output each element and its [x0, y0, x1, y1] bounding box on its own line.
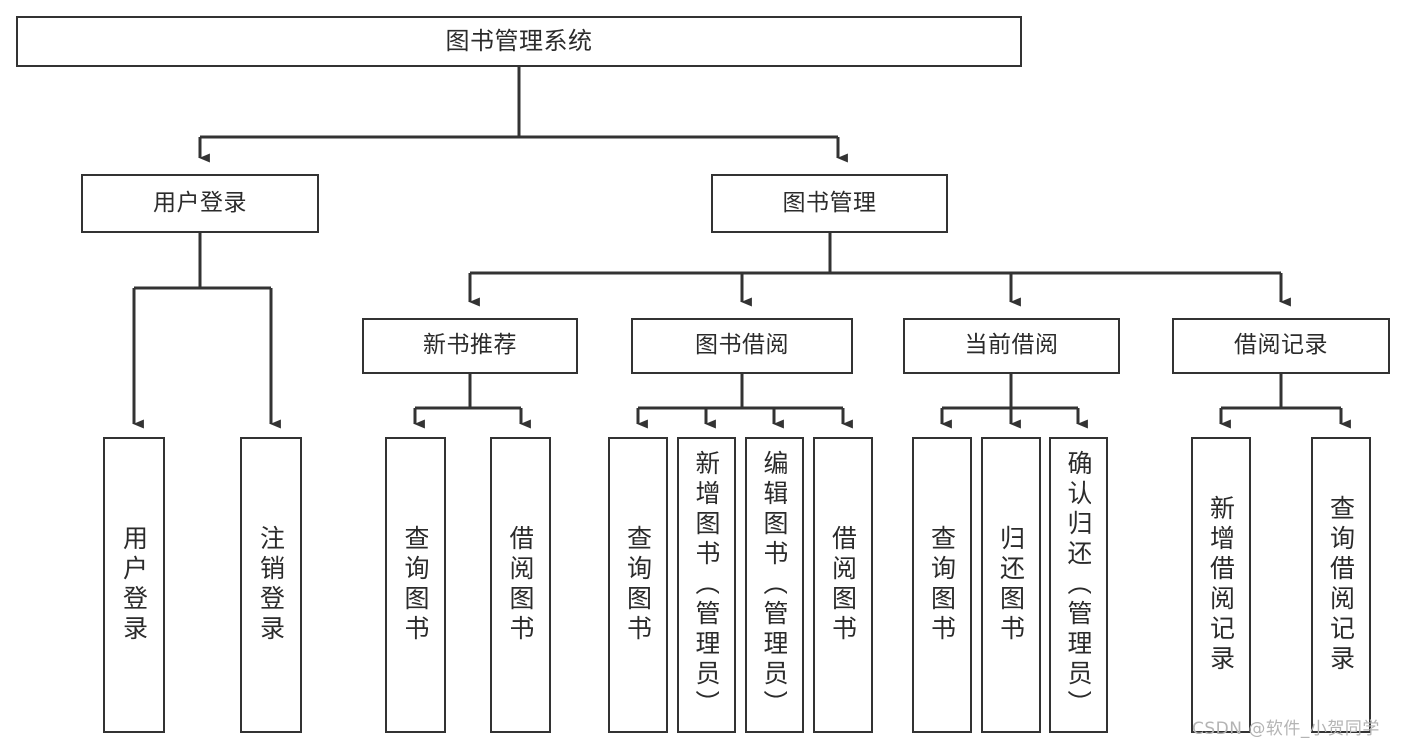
leaf-logout[interactable]: 注销登录	[240, 437, 302, 733]
node-new-book-recommend-label: 新书推荐	[423, 332, 517, 359]
leaf-borrow-book-newbook[interactable]: 借阅图书	[490, 437, 551, 733]
node-user-login-label: 用户登录	[153, 189, 247, 216]
node-borrow-record[interactable]: 借阅记录	[1172, 318, 1390, 374]
leaf-logout-label: 注销登录	[258, 525, 284, 645]
leaf-confirm-return-admin-label: 确认归还（管理员）	[1066, 450, 1091, 720]
leaf-add-borrow-record[interactable]: 新增借阅记录	[1191, 437, 1251, 733]
leaf-query-book-borrow[interactable]: 查询图书	[608, 437, 668, 733]
leaf-borrow-book-label: 借阅图书	[830, 525, 856, 645]
leaf-query-borrow-record-label: 查询借阅记录	[1328, 495, 1354, 675]
leaf-borrow-book-newbook-label: 借阅图书	[508, 525, 533, 645]
node-new-book-recommend[interactable]: 新书推荐	[362, 318, 578, 374]
leaf-borrow-book[interactable]: 借阅图书	[813, 437, 873, 733]
leaf-query-borrow-record[interactable]: 查询借阅记录	[1311, 437, 1371, 733]
leaf-add-borrow-record-label: 新增借阅记录	[1208, 495, 1234, 675]
node-book-borrow[interactable]: 图书借阅	[631, 318, 853, 374]
leaf-query-book-current[interactable]: 查询图书	[912, 437, 972, 733]
leaf-return-book-label: 归还图书	[998, 525, 1024, 645]
node-borrow-record-label: 借阅记录	[1234, 332, 1328, 359]
leaf-add-book-admin[interactable]: 新增图书（管理员）	[677, 437, 736, 733]
node-book-management-label: 图书管理	[782, 189, 877, 216]
leaf-confirm-return-admin[interactable]: 确认归还（管理员）	[1049, 437, 1108, 733]
node-book-borrow-label: 图书借阅	[695, 332, 789, 359]
leaf-return-book[interactable]: 归还图书	[981, 437, 1041, 733]
node-user-login[interactable]: 用户登录	[81, 174, 319, 233]
node-root-label: 图书管理系统	[445, 27, 593, 56]
csdn-watermark: CSDN @软件_小贺同学	[1192, 719, 1380, 739]
leaf-user-login-label: 用户登录	[121, 525, 147, 645]
node-current-borrow[interactable]: 当前借阅	[903, 318, 1120, 374]
leaf-query-book-newbook-label: 查询图书	[403, 525, 428, 645]
node-book-management[interactable]: 图书管理	[711, 174, 948, 233]
leaf-add-book-admin-label: 新增图书（管理员）	[694, 450, 719, 720]
leaf-edit-book-admin-label: 编辑图书（管理员）	[762, 450, 787, 720]
leaf-edit-book-admin[interactable]: 编辑图书（管理员）	[745, 437, 804, 733]
leaf-user-login[interactable]: 用户登录	[103, 437, 165, 733]
leaf-query-book-newbook[interactable]: 查询图书	[385, 437, 446, 733]
node-root[interactable]: 图书管理系统	[16, 16, 1022, 67]
node-current-borrow-label: 当前借阅	[964, 332, 1059, 359]
leaf-query-book-current-label: 查询图书	[929, 525, 955, 645]
leaf-query-book-borrow-label: 查询图书	[625, 525, 651, 645]
